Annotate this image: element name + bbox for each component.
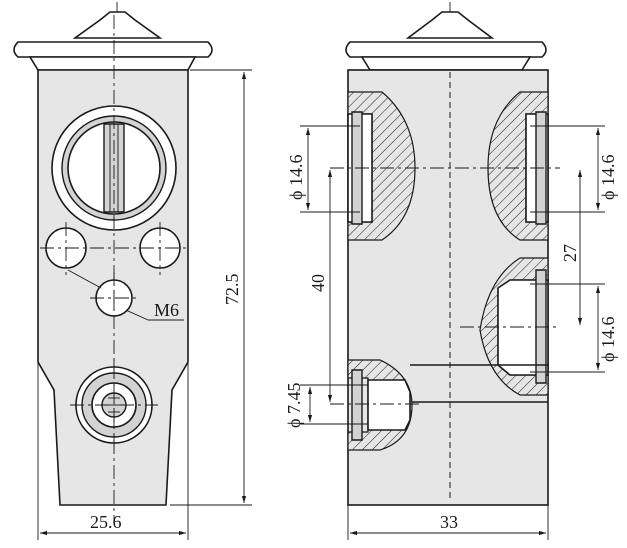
side-port-bottom-left xyxy=(347,359,413,451)
front-mount-holes xyxy=(40,222,186,275)
front-view: M6 72.5 25.6 xyxy=(13,2,252,540)
dim-spacing-left: 40 xyxy=(308,170,333,402)
front-top-cap xyxy=(13,2,213,71)
dim-front-width-label: 25.6 xyxy=(90,512,122,532)
dim-height-label: 72.5 xyxy=(222,274,242,306)
dim-port-bottom-left-label: ϕ 7.45 xyxy=(284,383,304,428)
dim-spacing-right: 27 xyxy=(560,170,583,325)
side-port-mid-right xyxy=(479,257,549,396)
dim-side-width-label: 33 xyxy=(440,512,458,532)
front-bottom-port xyxy=(70,358,158,452)
dim-port-mid-right: ϕ 14.6 xyxy=(530,283,618,373)
dim-spacing-right-label: 27 xyxy=(560,244,580,262)
dim-port-mid-right-label: ϕ 14.6 xyxy=(598,317,618,362)
side-top-cap xyxy=(345,2,547,71)
dim-front-width: 25.6 xyxy=(37,362,189,540)
dim-port-top-right: ϕ 14.6 xyxy=(530,125,618,213)
dim-port-bottom-left: ϕ 7.45 xyxy=(284,383,368,428)
dim-side-width: 33 xyxy=(347,505,549,540)
dim-spacing-left-label: 40 xyxy=(308,274,328,292)
dim-height: 72.5 xyxy=(170,69,252,506)
dim-port-top-right-label: ϕ 14.6 xyxy=(598,155,618,200)
thread-label: M6 xyxy=(154,300,179,320)
dim-port-top-left-label: ϕ 14.6 xyxy=(286,155,306,200)
side-view: ϕ 14.6 40 ϕ 7.45 ϕ 14.6 27 xyxy=(284,2,618,540)
